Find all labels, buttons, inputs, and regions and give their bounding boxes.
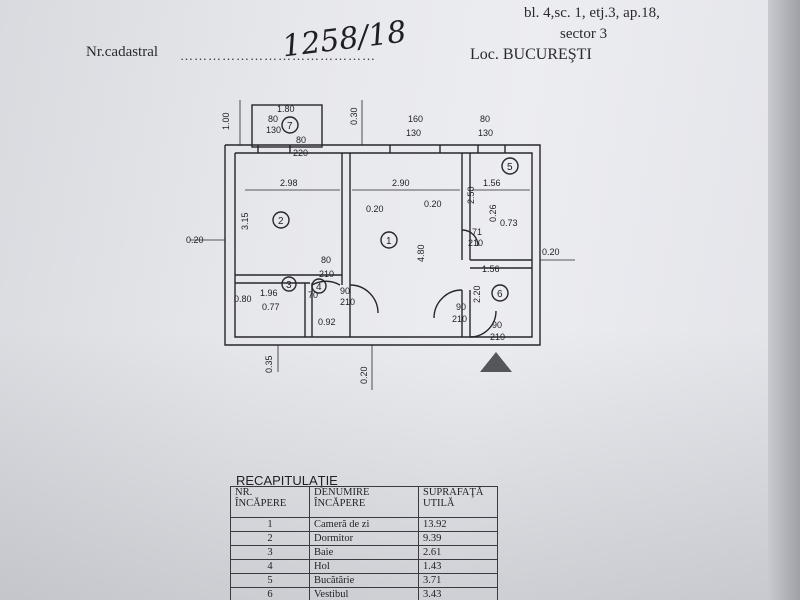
dim-210-small: 210 [468, 238, 483, 248]
dim-80-c: 80 [321, 255, 331, 265]
dim-130-b: 130 [406, 128, 421, 138]
dim-90-c: 90 [492, 320, 502, 330]
dim-130-a: 130 [266, 125, 281, 135]
dim-0-20-right: 0.20 [542, 247, 560, 257]
dim-0-26: 0.26 [488, 204, 498, 222]
room-name: Hol [309, 559, 419, 574]
dim-2-20: 2.20 [472, 285, 482, 303]
room-name: Dormitor [309, 531, 419, 546]
dim-70: 70 [308, 290, 318, 300]
dim-80-b: 80 [480, 114, 490, 124]
recap-title: RECAPITULAŢIE [236, 473, 338, 488]
room-area: 2.61 [418, 545, 498, 560]
recap-header-area: SUPRAFAŢĂ UTILĂ [418, 486, 498, 518]
table-row: 4 Hol 1.43 [230, 559, 498, 574]
room-area: 13.92 [418, 517, 498, 532]
address-line-1: bl. 4,sc. 1, etj.3, ap.18, [524, 5, 660, 21]
dim-90-b: 90 [456, 302, 466, 312]
dim-80-balcony: 80 [296, 135, 306, 145]
dim-0-20-left: 0.20 [186, 235, 204, 245]
dim-3-15: 3.15 [240, 212, 250, 230]
room-area: 1.43 [418, 559, 498, 574]
room-7-label: 7 [287, 121, 293, 132]
table-row: 6 Vestibul 3.43 [230, 587, 498, 600]
dim-1-56-b: 1.56 [482, 264, 500, 274]
room-name: Baie [309, 545, 419, 560]
recap-header-nr: NR. ÎNCĂPERE [230, 486, 310, 518]
room-number: 2 [230, 531, 310, 546]
room-2-label: 2 [278, 216, 284, 227]
dim-220: 220 [293, 148, 308, 158]
dim-0-77: 0.77 [262, 302, 280, 312]
table-row: 5 Bucătărie 3.71 [230, 573, 498, 588]
dim-1-00: 1.00 [221, 112, 231, 130]
dim-130-c: 130 [478, 128, 493, 138]
room-number: 6 [230, 587, 310, 600]
room-6-label: 6 [497, 289, 503, 300]
north-arrow-icon [480, 352, 512, 372]
room-name: Cameră de zi [309, 517, 419, 532]
room-area: 3.71 [418, 573, 498, 588]
dim-0-20-b: 0.20 [424, 199, 442, 209]
recap-header-row: NR. ÎNCĂPERE DENUMIRE ÎNCĂPERE SUPRAFAŢĂ… [230, 486, 498, 518]
room-4-label: 4 [316, 282, 322, 293]
dim-160: 160 [408, 114, 423, 124]
dim-210-c: 210 [452, 314, 467, 324]
room-area: 3.43 [418, 587, 498, 600]
dim-80-a: 80 [268, 114, 278, 124]
dim-0-80-small: 0.80 [234, 294, 252, 304]
dim-71: 71 [472, 227, 482, 237]
dim-210-e: 210 [490, 332, 505, 342]
dim-1-56: 1.56 [483, 178, 501, 188]
room-area: 9.39 [418, 531, 498, 546]
room-5-label: 5 [507, 162, 513, 173]
dim-0-30: 0.30 [349, 107, 359, 125]
dim-210-b: 210 [340, 297, 355, 307]
dim-4-80: 4.80 [416, 244, 426, 262]
recap-header-name: DENUMIRE ÎNCĂPERE [309, 486, 419, 518]
room-name: Vestibul [309, 587, 419, 600]
room-number: 4 [230, 559, 310, 574]
dim-90-a: 90 [340, 286, 350, 296]
room-number: 1 [230, 517, 310, 532]
recap-table: NR. ÎNCĂPERE DENUMIRE ÎNCĂPERE SUPRAFAŢĂ… [230, 486, 498, 600]
room-3-label: 3 [286, 280, 292, 291]
dim-1-96: 1.96 [260, 288, 278, 298]
cadastral-dotted-line: …………………………………… [180, 48, 376, 63]
table-row: 3 Baie 2.61 [230, 545, 498, 560]
dim-2-50: 2.50 [466, 186, 476, 204]
dim-0-92: 0.92 [318, 317, 336, 327]
address-line-2: sector 3 [560, 26, 608, 42]
dim-2-98: 2.98 [280, 178, 298, 188]
dim-0-73: 0.73 [500, 218, 518, 228]
room-number: 5 [230, 573, 310, 588]
room-name: Bucătărie [309, 573, 419, 588]
dim-0-20-c: 0.20 [359, 366, 369, 384]
location: Loc. BUCUREŞTI [470, 46, 592, 63]
dim-0-20-a: 0.20 [366, 204, 384, 214]
table-row: 2 Dormitor 9.39 [230, 531, 498, 546]
room-number: 3 [230, 545, 310, 560]
dim-0-35: 0.35 [264, 355, 274, 373]
table-row: 1 Cameră de zi 13.92 [230, 517, 498, 532]
room-1-label: 1 [386, 236, 392, 247]
cadastral-label: Nr.cadastral [86, 44, 159, 60]
dim-1-80: 1.80 [277, 104, 295, 114]
dim-2-90: 2.90 [392, 178, 410, 188]
page-edge [768, 0, 800, 600]
dim-210-a: 210 [319, 269, 334, 279]
